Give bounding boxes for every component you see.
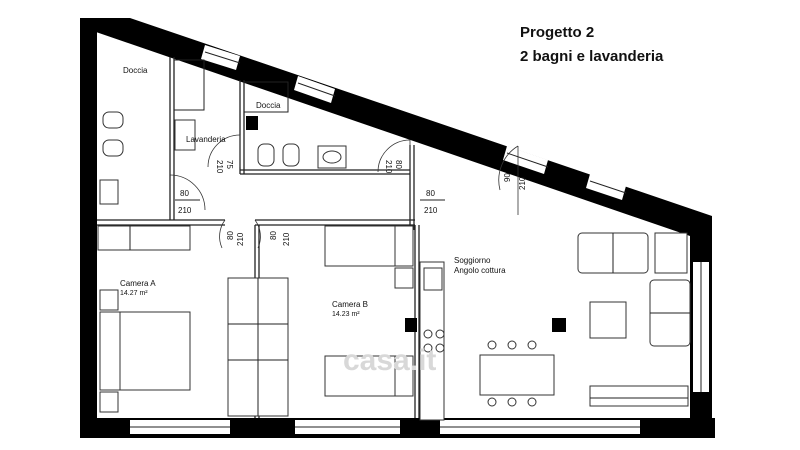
plan-subtitle: 2 bagni e lavanderia [520,48,664,65]
coffee-table [589,301,627,339]
outer-walls [80,18,715,438]
window-3 [503,146,548,174]
washer-icon [174,119,196,151]
plan-title: Progetto 2 [520,24,595,41]
room-area-camera-a: 14.27 m² [120,290,148,297]
door-height-label: 210 [282,232,291,246]
living-furniture [419,232,691,421]
room-label-doccia: Doccia [123,66,148,75]
window-1 [201,45,240,70]
door-width-label: 80 [180,189,189,198]
door-height-label: 210 [178,206,192,215]
pillar [405,318,417,332]
door-width-label: 80 [269,231,278,240]
door-width-label: 80 [426,189,435,198]
window-2 [294,76,335,103]
door-height-label: 210 [384,160,393,174]
door-height-label: 210 [424,206,438,215]
door-width-label: 80 [394,160,403,169]
bathroom-fixtures [99,111,347,205]
door-height-label: 210 [215,160,224,174]
room-area-camera-b: 14.23 m² [332,311,360,318]
left-wall [80,18,97,438]
bedroom-furniture [97,225,414,417]
door-dimensions: 75 210 80 210 80 210 80 210 90 210 80 21… [175,160,527,246]
diagonal-wall [80,18,712,236]
wardrobe-icon [97,225,191,251]
door-width-label: 75 [225,160,234,169]
bidet-icon [102,139,124,157]
room-label-lavanderia: Lavanderia [186,135,226,144]
toilet-icon [257,143,275,167]
toilet-icon [102,111,124,129]
sink-icon [423,267,443,291]
room-label-camera-a: Camera A [120,279,156,288]
dining-table [479,354,555,396]
tv-unit [589,385,689,407]
room-label-angolo-cottura: Angolo cottura [454,266,506,275]
door-height-label: 210 [236,232,245,246]
bidet-icon [282,143,300,167]
room-label-camera-b: Camera B [332,300,368,309]
pillar [552,318,566,332]
door-width-label: 80 [226,231,235,240]
door-height-label: 210 [518,176,527,190]
door-width-label: 90 [503,173,512,182]
washbasin-icon [99,179,119,205]
room-label-doccia: Doccia [256,101,281,110]
armchair-icon [654,232,688,274]
room-label-soggiorno: Soggiorno [454,256,491,265]
window-4 [586,174,626,200]
doors [169,134,519,249]
pillar [246,116,258,130]
hob-icon [423,329,433,339]
watermark: casa.it [343,344,436,377]
